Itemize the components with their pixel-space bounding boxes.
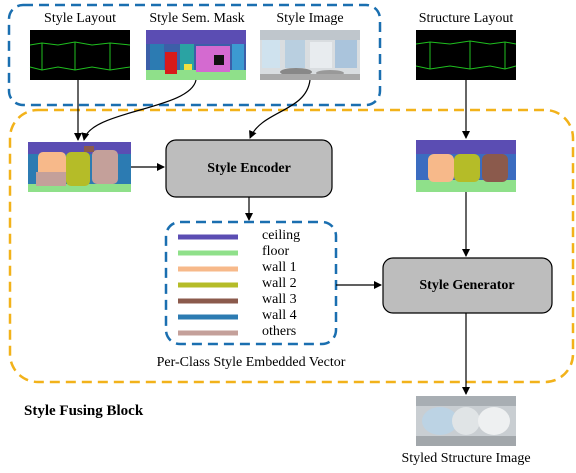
legend-label: wall 1 xyxy=(262,260,297,275)
legend-label: floor xyxy=(262,244,290,259)
arrow-image-to-encoder xyxy=(249,79,311,139)
style-inputs-group xyxy=(7,3,382,107)
structure-mask xyxy=(416,140,516,192)
style-sem-mask-label: Style Sem. Mask xyxy=(149,11,245,26)
style-image-label: Style Image xyxy=(276,11,344,26)
fusing-block-label: Style Fusing Block xyxy=(24,403,144,419)
output-caption: Styled Structure Image xyxy=(401,451,531,466)
style-image-thumbnail xyxy=(260,30,360,80)
structure-layout-thumbnail xyxy=(415,30,517,80)
styled-structure-image xyxy=(416,396,516,446)
embedded-vector-caption: Per-Class Style Embedded Vector xyxy=(156,355,346,370)
arrow-semmask-to-mask xyxy=(81,79,197,141)
embedded-vector-box xyxy=(164,220,338,346)
legend-label: others xyxy=(262,324,297,339)
legend-label: wall 2 xyxy=(262,276,297,291)
style-fusing-block xyxy=(8,108,575,384)
style-generator-label: Style Generator xyxy=(419,278,515,293)
style-sem-mask-thumbnail xyxy=(146,30,246,80)
legend-label: ceiling xyxy=(262,228,301,243)
style-encoder-label: Style Encoder xyxy=(207,161,291,176)
legend-swatches xyxy=(178,234,238,336)
style-layout-label: Style Layout xyxy=(44,11,116,26)
legend-label: wall 4 xyxy=(262,308,297,323)
arrows xyxy=(74,79,470,395)
legend-label: wall 3 xyxy=(262,292,297,307)
structure-layout-label: Structure Layout xyxy=(418,11,514,26)
style-generator-node xyxy=(382,257,553,314)
combined-style-mask xyxy=(28,142,131,192)
style-layout-thumbnail xyxy=(29,30,131,80)
